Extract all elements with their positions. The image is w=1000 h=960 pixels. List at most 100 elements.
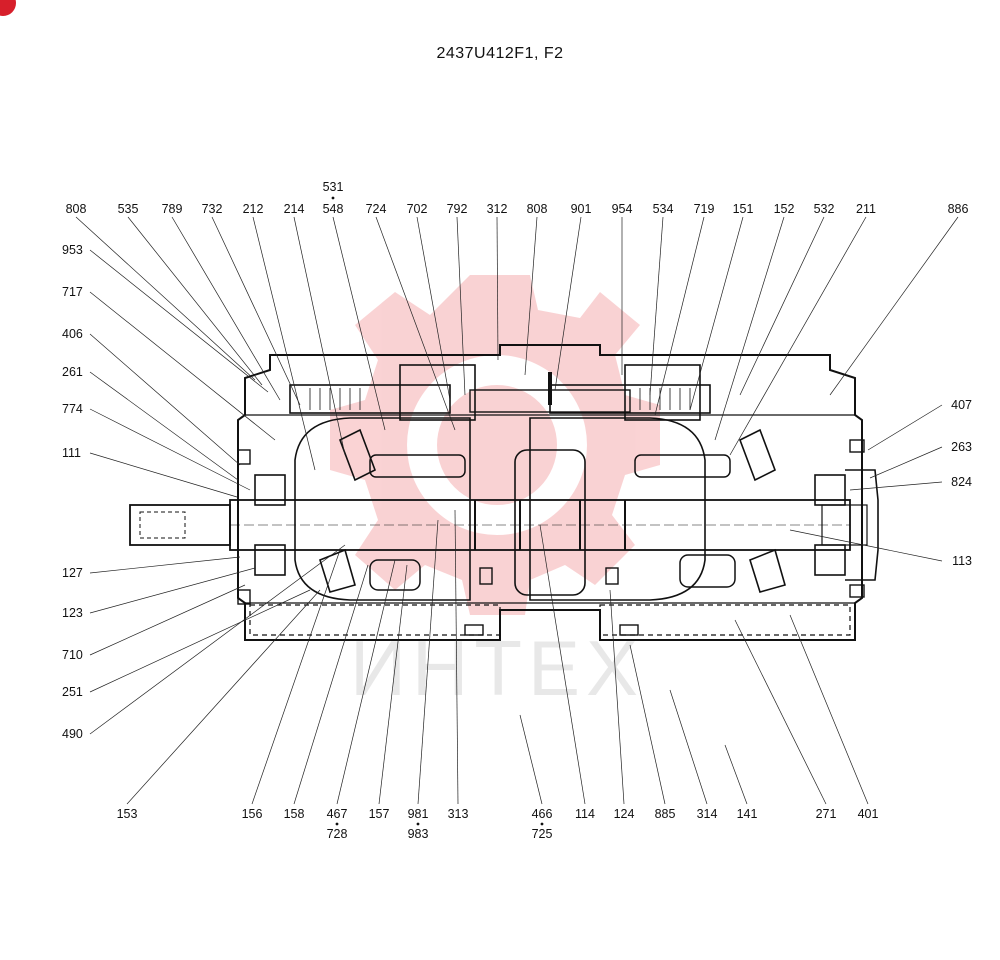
callout-line-211 bbox=[729, 216, 867, 456]
callout-dot bbox=[540, 822, 544, 826]
callout-label-717: 717 bbox=[62, 285, 83, 299]
callout-label-954: 954 bbox=[612, 202, 633, 216]
callout-line-263 bbox=[869, 446, 943, 479]
callout-label-401: 401 bbox=[858, 807, 879, 821]
callout-line-312 bbox=[496, 216, 499, 361]
callout-label-263: 263 bbox=[951, 440, 972, 454]
callout-dot bbox=[331, 196, 335, 200]
callout-label-124: 124 bbox=[614, 807, 635, 821]
callout-line-719 bbox=[654, 216, 705, 416]
callout-line-314 bbox=[669, 689, 708, 805]
callout-line-702 bbox=[416, 216, 451, 401]
callout-label-702: 702 bbox=[407, 202, 428, 216]
callout-label-251: 251 bbox=[62, 685, 83, 699]
callout-label-158: 158 bbox=[284, 807, 305, 821]
pump-body bbox=[129, 344, 879, 641]
callout-label-490: 490 bbox=[62, 727, 83, 741]
callout-line-113 bbox=[789, 529, 943, 562]
callout-label-789: 789 bbox=[162, 202, 183, 216]
callout-label-901: 901 bbox=[571, 202, 592, 216]
callout-label-123: 123 bbox=[62, 606, 83, 620]
callout-label-808: 808 bbox=[66, 202, 87, 216]
callout-label-114: 114 bbox=[575, 807, 595, 821]
callout-line-124 bbox=[609, 589, 625, 805]
callout-label-981: 981 bbox=[408, 807, 429, 821]
callout-label-732: 732 bbox=[202, 202, 223, 216]
callout-line-532 bbox=[739, 216, 825, 396]
callout-label-214: 214 bbox=[284, 202, 305, 216]
callout-label-314: 314 bbox=[697, 807, 718, 821]
callout-label-548: 548 bbox=[323, 202, 344, 216]
callout-label-152: 152 bbox=[774, 202, 795, 216]
callout-line-724 bbox=[375, 216, 456, 431]
callout-line-152 bbox=[714, 216, 785, 441]
callout-line-123 bbox=[89, 567, 256, 614]
callout-line-710 bbox=[89, 584, 246, 656]
callout-label-156: 156 bbox=[242, 807, 263, 821]
callout-line-212 bbox=[252, 216, 316, 471]
callout-label-728: 728 bbox=[327, 827, 348, 841]
callout-label-127: 127 bbox=[62, 566, 83, 580]
callout-label-407: 407 bbox=[951, 398, 972, 412]
callout-label-719: 719 bbox=[694, 202, 715, 216]
callout-label-886: 886 bbox=[948, 202, 969, 216]
callout-label-312: 312 bbox=[487, 202, 508, 216]
watermark: ИНТЕХ bbox=[330, 275, 660, 712]
callout-line-111 bbox=[89, 452, 238, 498]
callout-line-953 bbox=[89, 249, 269, 393]
callout-label-157: 157 bbox=[369, 807, 390, 821]
callout-label-725: 725 bbox=[532, 827, 553, 841]
callout-label-111: 111 bbox=[62, 446, 81, 460]
callout-label-724: 724 bbox=[366, 202, 387, 216]
callout-line-214 bbox=[293, 216, 346, 456]
callout-line-271 bbox=[734, 619, 827, 805]
callout-line-732 bbox=[211, 216, 301, 406]
callout-leader-lines bbox=[75, 216, 959, 805]
callout-label-532: 532 bbox=[814, 202, 835, 216]
callout-label-151: 151 bbox=[733, 202, 754, 216]
callout-line-808 bbox=[75, 216, 256, 381]
watermark-gear-icon bbox=[330, 275, 660, 615]
callout-line-401 bbox=[789, 614, 869, 805]
callout-line-406 bbox=[89, 333, 241, 466]
callout-line-774 bbox=[89, 408, 251, 491]
callout-line-153 bbox=[126, 589, 321, 805]
callout-line-251 bbox=[89, 589, 311, 693]
callout-label-710: 710 bbox=[62, 648, 83, 662]
callout-label-113: 113 bbox=[952, 554, 972, 568]
callout-line-717 bbox=[89, 291, 276, 441]
corner-badge bbox=[0, 0, 16, 16]
callout-label-261: 261 bbox=[62, 365, 83, 379]
callout-line-490 bbox=[89, 544, 346, 735]
callout-line-313 bbox=[454, 509, 459, 805]
callout-label-211: 211 bbox=[856, 202, 876, 216]
callout-label-885: 885 bbox=[655, 807, 676, 821]
callout-line-467 bbox=[336, 559, 396, 805]
callout-label-212: 212 bbox=[243, 202, 264, 216]
callout-label-792: 792 bbox=[447, 202, 468, 216]
callout-label-313: 313 bbox=[448, 807, 469, 821]
callout-dot bbox=[335, 822, 339, 826]
callout-line-151 bbox=[689, 216, 744, 411]
callout-label-467: 467 bbox=[327, 807, 348, 821]
callout-line-466 bbox=[519, 714, 543, 805]
callout-line-157 bbox=[378, 564, 408, 805]
callout-line-534 bbox=[649, 216, 664, 396]
callout-dot bbox=[416, 822, 420, 826]
callout-label-406: 406 bbox=[62, 327, 83, 341]
callout-label-808: 808 bbox=[527, 202, 548, 216]
callout-line-792 bbox=[456, 216, 466, 396]
callout-line-886 bbox=[829, 216, 959, 396]
callout-line-548 bbox=[332, 216, 386, 431]
callout-line-824 bbox=[849, 481, 943, 491]
callout-line-981 bbox=[417, 519, 439, 805]
callout-label-141: 141 bbox=[737, 807, 758, 821]
callout-line-789 bbox=[171, 216, 281, 401]
callout-label-953: 953 bbox=[62, 243, 83, 257]
callout-label-534: 534 bbox=[653, 202, 674, 216]
callout-line-141 bbox=[724, 744, 748, 805]
callout-line-901 bbox=[554, 216, 582, 391]
callout-label-983: 983 bbox=[408, 827, 429, 841]
